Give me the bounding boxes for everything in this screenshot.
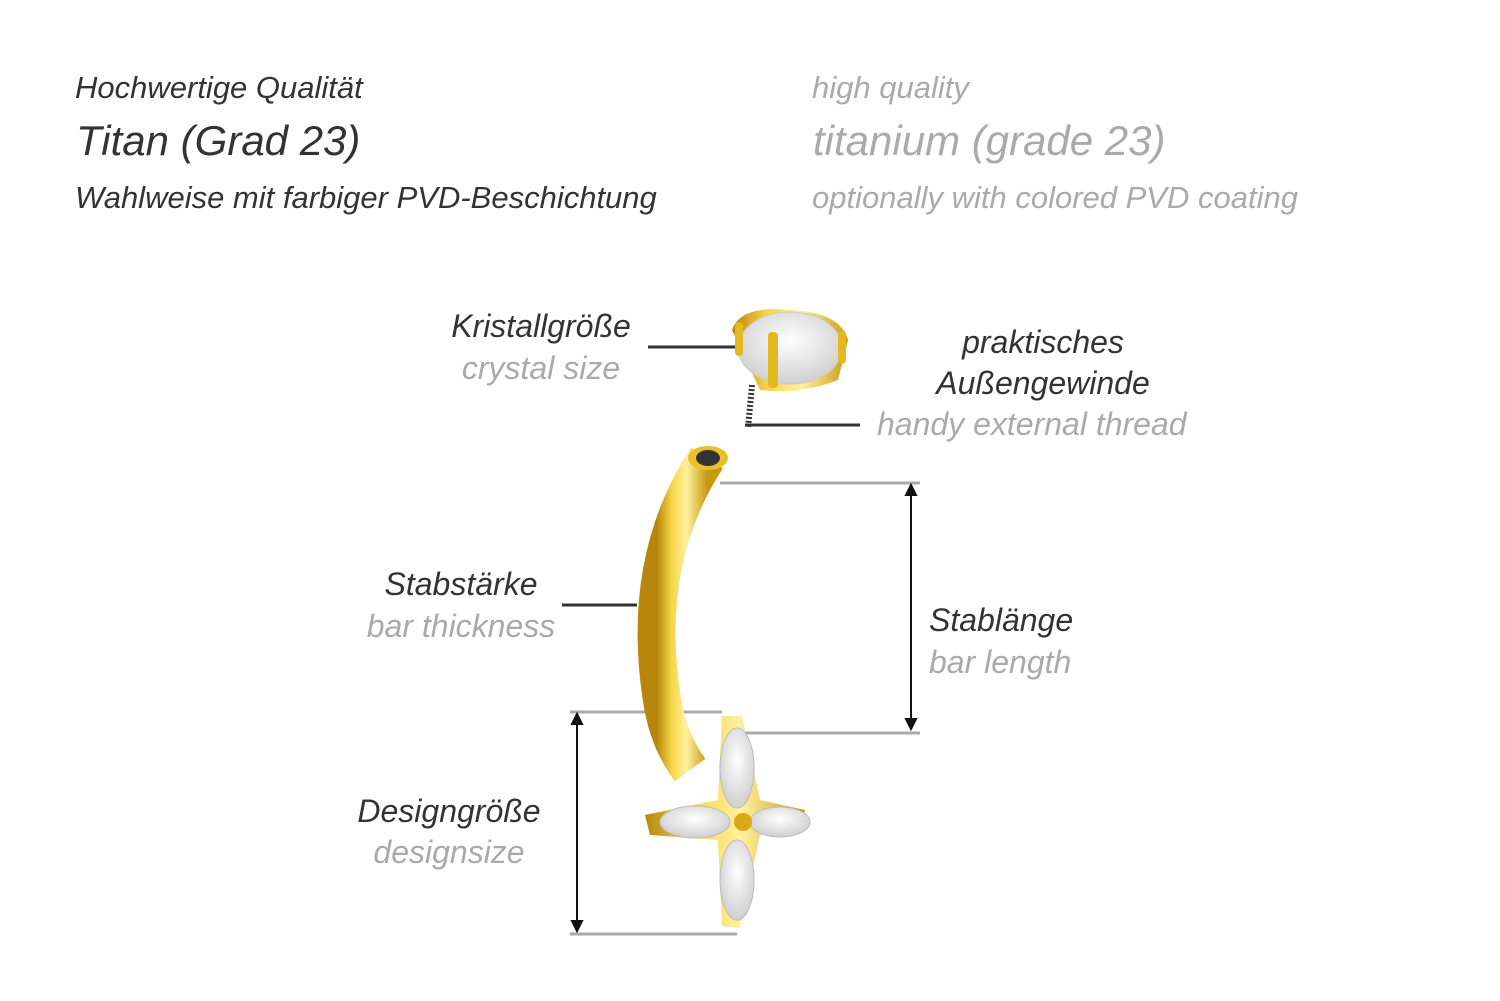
bar-thickness-de: Stabstärke	[384, 566, 538, 602]
curved-bar	[637, 446, 728, 782]
leader-lines	[562, 345, 860, 607]
design-size-en: designsize	[373, 834, 525, 870]
material-en: titanium (grade 23)	[813, 117, 1166, 164]
quality-de: Hochwertige Qualität	[75, 70, 363, 105]
material-de: Titan (Grad 23)	[76, 117, 361, 164]
thread-de-line2: Außengewinde	[936, 365, 1150, 401]
design-size-arrow	[570, 711, 584, 934]
bar-length-de: Stablänge	[929, 602, 1074, 638]
flower-design	[645, 716, 811, 928]
thread-de-line1: praktisches	[962, 324, 1124, 360]
coating-en: optionally with colored PVD coating	[812, 180, 1298, 215]
bar-thickness-en: bar thickness	[366, 608, 556, 644]
quality-en: high quality	[812, 70, 969, 105]
design-size-de: Designgröße	[357, 793, 541, 829]
crystal-size-en: crystal size	[461, 350, 621, 386]
crystal-top	[732, 309, 848, 429]
bar-length-en: bar length	[929, 644, 1072, 680]
bar-length-arrow	[904, 482, 918, 732]
coating-de: Wahlweise mit farbiger PVD-Beschichtung	[75, 180, 657, 215]
crystal-size-de: Kristallgröße	[451, 308, 631, 344]
thread-en: handy external thread	[877, 406, 1187, 442]
